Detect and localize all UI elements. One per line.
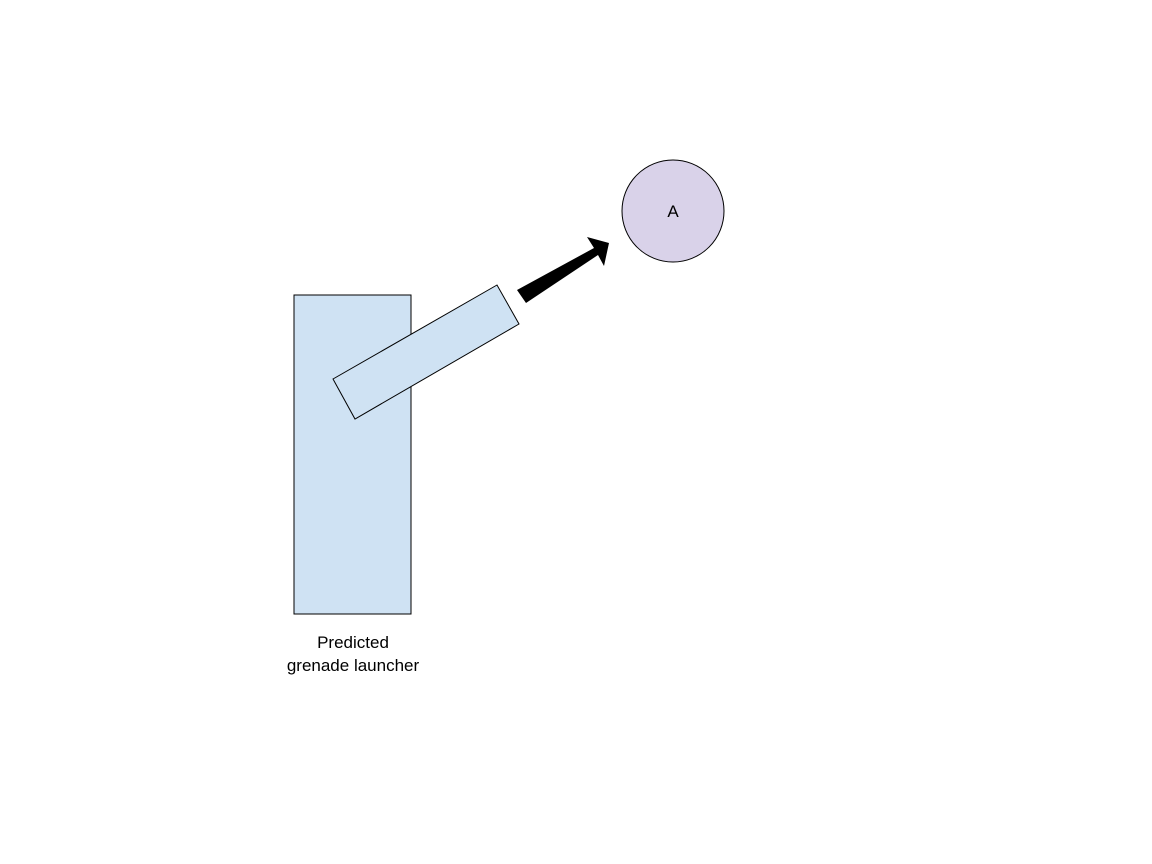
trajectory-arrow-icon (517, 237, 609, 303)
launcher-label-line1: Predicted (317, 633, 389, 652)
target-circle (621, 159, 725, 263)
launcher-label-line2: grenade launcher (287, 656, 420, 675)
target-label: A (667, 202, 679, 221)
launcher-body (293, 294, 412, 615)
launcher-barrel (332, 284, 520, 420)
